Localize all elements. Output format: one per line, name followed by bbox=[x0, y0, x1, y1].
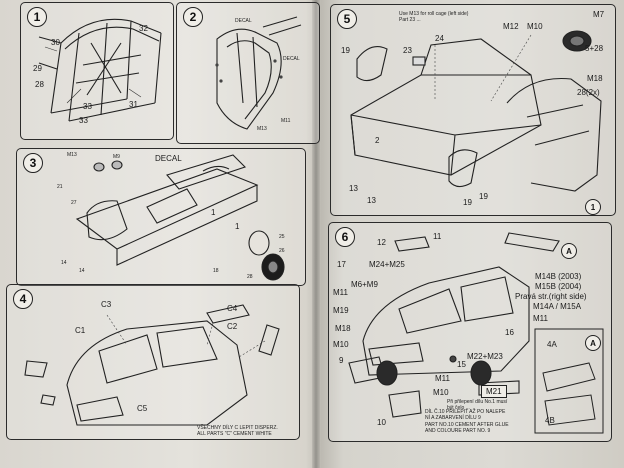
part-label: 13 bbox=[349, 184, 358, 193]
top-note: Use M13 for roll cage (left side) Part 2… bbox=[399, 11, 469, 24]
variant-label: M14B (2003) bbox=[535, 272, 582, 281]
step-number: 1 bbox=[27, 7, 47, 27]
variant-label: M15B (2004) bbox=[535, 282, 582, 291]
part-label: 33 bbox=[83, 102, 92, 111]
part-label: M7 bbox=[593, 10, 605, 19]
car-body-glazing-drawing bbox=[24, 304, 280, 426]
part-label: 28 bbox=[35, 80, 44, 89]
part-label: 4B bbox=[545, 416, 555, 425]
part-label: M22+M23 bbox=[467, 352, 503, 361]
part-label: 32 bbox=[139, 24, 148, 33]
reference-marker-a-detail: A bbox=[585, 335, 601, 351]
part-label: 4A bbox=[547, 340, 557, 349]
part-label: M19 bbox=[333, 306, 349, 315]
part-label: M11 bbox=[533, 314, 548, 323]
part-label: 12 bbox=[377, 238, 386, 247]
part-label: M10 bbox=[433, 388, 449, 397]
decal-label: DECAL bbox=[155, 154, 182, 163]
part-label: M24+M25 bbox=[369, 260, 405, 269]
step-number: 5 bbox=[337, 9, 357, 29]
part-label: 26 bbox=[279, 248, 285, 254]
part-label: 25 bbox=[279, 234, 285, 240]
part-label: C5 bbox=[137, 404, 148, 413]
part-label: 17 bbox=[337, 260, 346, 269]
part-label: 23 bbox=[403, 46, 412, 55]
part-label: 28(2x) bbox=[577, 88, 600, 97]
part-m21-box: M21 bbox=[481, 385, 507, 398]
step-number: 4 bbox=[13, 289, 33, 309]
part-label: 24 bbox=[435, 34, 444, 43]
part-label: M11 bbox=[435, 374, 450, 383]
panel-step-5: 5 Use M13 for roll cage (left side) Part… bbox=[330, 4, 616, 216]
part-label: 11 bbox=[433, 232, 442, 241]
reference-marker: 1 bbox=[585, 199, 601, 215]
part-label: 19 bbox=[479, 192, 488, 201]
cement-note: VŠECHNY DÍLY C LEPIT DISPERZ. ALL PARTS … bbox=[197, 425, 278, 438]
part-label: 28 bbox=[247, 274, 253, 280]
variant-label: M14A / M15A bbox=[533, 302, 582, 311]
part-label: 18 bbox=[213, 268, 219, 274]
part-label: 14 bbox=[61, 260, 67, 266]
part-label: 2 bbox=[375, 136, 380, 145]
decal-label: DECAL bbox=[283, 56, 300, 62]
part-label: 19 bbox=[341, 46, 350, 55]
panel-step-4: 4 C1 C2 C3 C4 C5 VŠECHNY DÍLY C LEPIT D bbox=[6, 284, 300, 440]
part-label: 1 bbox=[211, 208, 216, 217]
part-label: 29 bbox=[33, 64, 42, 73]
panel-step-3: 3 DECAL M13 M9 21 1 27 1 25 bbox=[16, 148, 306, 286]
part-label: M12 bbox=[503, 22, 519, 31]
part-label: M11 bbox=[333, 288, 348, 297]
part-label: M10 bbox=[333, 340, 349, 349]
booklet-spine bbox=[312, 0, 320, 468]
step-number: 2 bbox=[183, 7, 203, 27]
interior-floor-drawing bbox=[75, 154, 285, 281]
part-label: 1 bbox=[235, 222, 240, 231]
part-label: C3 bbox=[101, 300, 112, 309]
part-label: M10 bbox=[527, 22, 543, 31]
part-label: C1 bbox=[75, 326, 86, 335]
step-number: 6 bbox=[335, 227, 355, 247]
part-label: C4 bbox=[227, 304, 238, 313]
part-label: 27 bbox=[71, 200, 77, 206]
part-label: 5+28 bbox=[585, 44, 604, 53]
part-label: 13 bbox=[367, 196, 376, 205]
part-label: M6+M9 bbox=[351, 280, 378, 289]
part-label: 9 bbox=[339, 356, 344, 365]
part-label: 10 bbox=[377, 418, 386, 427]
roll-cage-drawing bbox=[38, 18, 162, 122]
part-label: C2 bbox=[227, 322, 238, 331]
reference-marker-a: A bbox=[561, 243, 577, 259]
car-exterior-drawing bbox=[348, 232, 604, 434]
part-label: 33 bbox=[79, 116, 88, 125]
part-label: M11 bbox=[281, 118, 291, 124]
step-number: 3 bbox=[23, 153, 43, 173]
part-label: M13 bbox=[67, 152, 77, 158]
panel-step-6: 6 12 11 bbox=[328, 222, 612, 442]
part-label: M9 bbox=[113, 154, 120, 160]
part-label: M18 bbox=[335, 324, 351, 333]
panel-step-1: 1 30 29 32 28 33 31 33 bbox=[20, 2, 174, 140]
decal-label: DECAL bbox=[235, 18, 252, 24]
part-10-cement-note: DÍL Č.10 PŘILEPIT AŽ PO NALEPE NÍ A ZABA… bbox=[425, 409, 509, 434]
part-label: M13 bbox=[257, 126, 267, 132]
part-label: M18 bbox=[587, 74, 603, 83]
panel-step-2: 2 DECAL DECAL M11 M13 bbox=[176, 2, 320, 144]
part-label: 14 bbox=[79, 268, 85, 274]
part-label: 15 bbox=[457, 360, 466, 369]
interior-shell-drawing bbox=[350, 30, 602, 192]
seat-drawing bbox=[215, 16, 302, 130]
small-note: Při přilepení dílu No.1 musí být čelo ..… bbox=[447, 399, 508, 412]
part-label: 30 bbox=[51, 38, 60, 47]
part-label: 31 bbox=[129, 100, 138, 109]
part-label: 21 bbox=[57, 184, 63, 190]
part-label: 16 bbox=[505, 328, 514, 337]
part-label: 19 bbox=[463, 198, 472, 207]
variant-label: Pravá str.(right side) bbox=[515, 292, 587, 301]
